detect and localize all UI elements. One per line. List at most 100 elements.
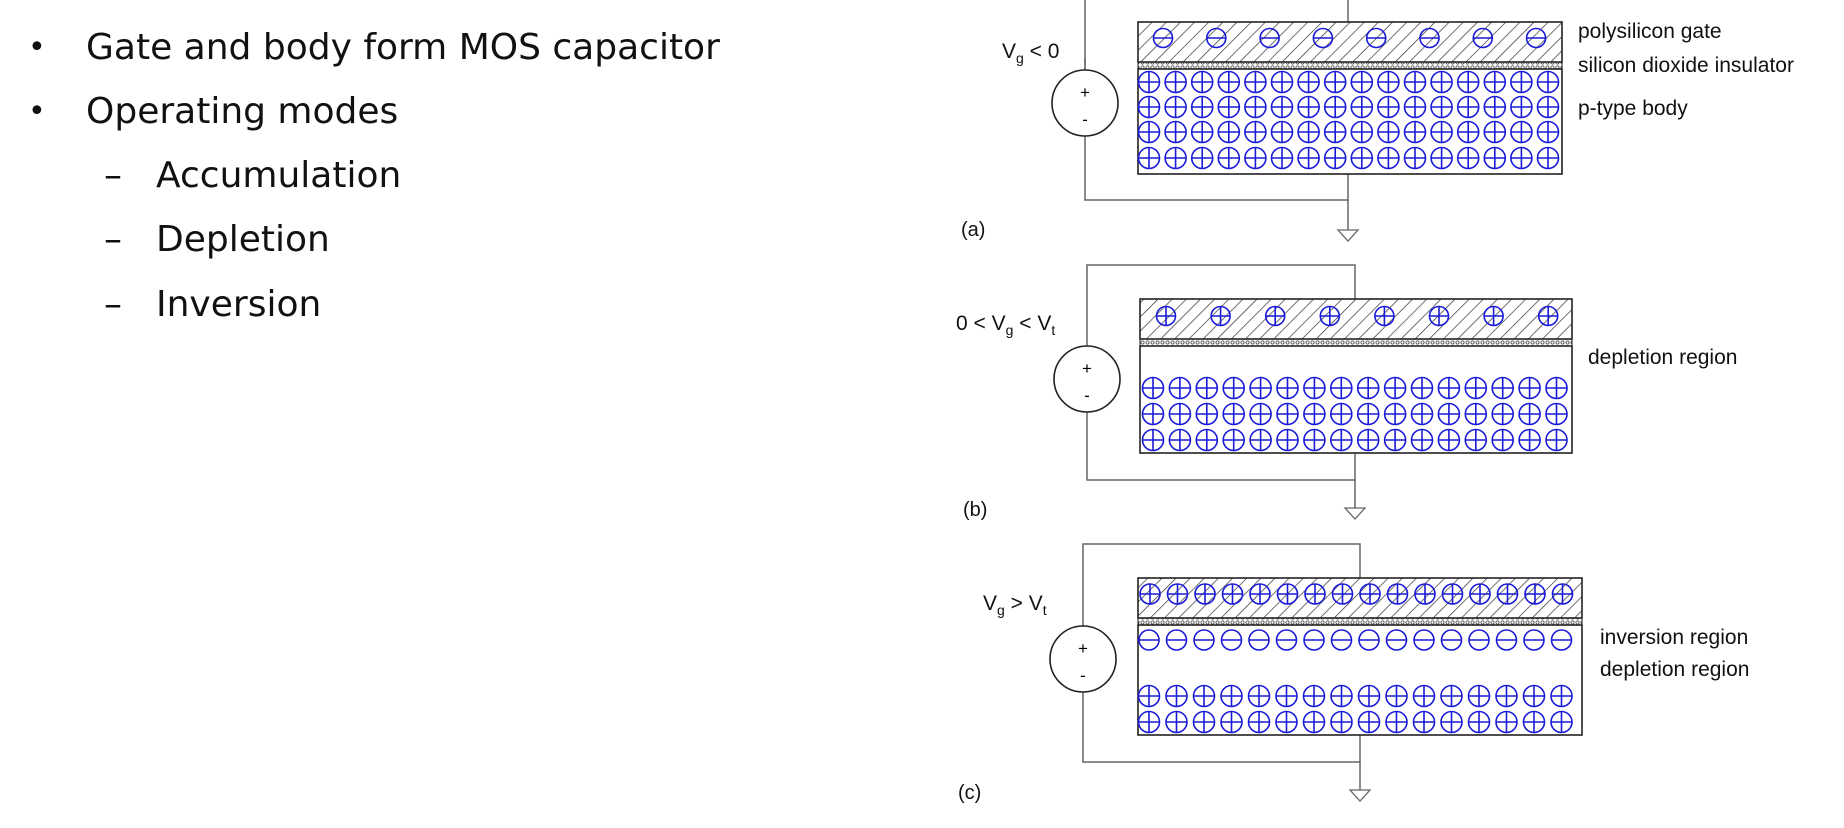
negative-charge (1440, 629, 1463, 651)
wire (1086, 264, 1356, 346)
positive-charge (1483, 120, 1507, 144)
voltage-label: Vg > Vt (983, 592, 1047, 618)
positive-charge (1190, 95, 1214, 119)
positive-charge (1249, 402, 1272, 426)
positive-charge (1356, 428, 1380, 452)
positive-charge (1330, 376, 1353, 400)
oxide-layer (1139, 338, 1573, 347)
bullet-marker: • (28, 30, 46, 65)
positive-charge (1536, 70, 1560, 94)
positive-charge (1192, 684, 1216, 708)
ground-symbol (1348, 789, 1372, 802)
positive-charge (1441, 583, 1464, 605)
positive-charge (1297, 146, 1320, 170)
positive-charge (1304, 583, 1326, 605)
positive-charge (1302, 684, 1326, 708)
positive-charge (1510, 95, 1533, 119)
positive-charge (1518, 428, 1541, 452)
positive-charge (1374, 305, 1395, 327)
positive-charge (1550, 710, 1573, 734)
annotation-depletion-region: depletion region (1588, 346, 1737, 369)
positive-charge (1537, 305, 1559, 327)
positive-charge (1456, 95, 1480, 119)
positive-charge (1275, 684, 1298, 708)
positive-charge (1190, 120, 1214, 144)
wire (1082, 692, 1361, 763)
positive-charge (1222, 402, 1245, 426)
positive-charge (1270, 120, 1294, 144)
positive-charge (1456, 146, 1480, 170)
negative-charge (1312, 27, 1334, 49)
positive-charge (1377, 70, 1400, 94)
positive-charge (1303, 428, 1326, 452)
gate-charges (1152, 27, 1547, 49)
source-minus: - (1084, 386, 1090, 405)
negative-charge (1206, 27, 1227, 49)
positive-charge (1323, 95, 1347, 119)
wire (1082, 543, 1361, 626)
panel-c: + - Vg > Vt (c) inversion region depleti… (958, 543, 1749, 804)
positive-charge (1483, 305, 1504, 327)
positive-charge (1249, 376, 1272, 400)
positive-charge (1510, 120, 1533, 144)
positive-charge (1331, 583, 1354, 605)
positive-charge (1221, 583, 1244, 605)
positive-charge (1464, 428, 1488, 452)
positive-charge (1168, 428, 1192, 452)
positive-charge (1377, 146, 1400, 170)
positive-charge (1323, 70, 1347, 94)
negative-charge (1165, 629, 1188, 651)
positive-charge (1350, 146, 1374, 170)
positive-charge (1210, 305, 1231, 327)
positive-charge (1456, 70, 1480, 94)
positive-charge (1244, 95, 1267, 119)
positive-charge (1217, 146, 1241, 170)
positive-charge (1220, 710, 1243, 734)
positive-charge (1437, 402, 1461, 426)
positive-charge (1276, 402, 1299, 426)
positive-charge (1495, 684, 1518, 708)
positive-charge (1356, 402, 1380, 426)
bullet-item: Gate and body form MOS capacitor (86, 27, 720, 68)
positive-charge (1166, 583, 1189, 605)
negative-charge (1303, 629, 1325, 651)
positive-charge (1410, 402, 1434, 426)
positive-charge (1190, 146, 1214, 170)
sub-bullet-marker: – (104, 155, 122, 196)
positive-charge (1139, 583, 1161, 605)
positive-charge (1469, 583, 1491, 605)
annotation-p-type-body: p-type body (1578, 97, 1688, 120)
p-type-body (1137, 68, 1563, 175)
positive-charge (1430, 95, 1453, 119)
positive-charge (1276, 583, 1299, 605)
positive-charge (1356, 376, 1380, 400)
positive-charge (1168, 376, 1192, 400)
positive-charge (1383, 402, 1407, 426)
negative-charge (1365, 27, 1387, 49)
positive-charge (1545, 376, 1568, 400)
annotation-polysilicon-gate: polysilicon gate (1578, 20, 1722, 43)
positive-charge (1303, 402, 1326, 426)
positive-charge (1244, 146, 1267, 170)
positive-charge (1137, 120, 1161, 144)
positive-charge (1303, 376, 1326, 400)
positive-charge (1155, 305, 1177, 327)
negative-charge (1248, 629, 1270, 651)
positive-charge (1137, 684, 1161, 708)
positive-charge (1141, 428, 1165, 452)
positive-charge (1141, 402, 1165, 426)
positive-charge (1440, 684, 1463, 708)
positive-charge (1192, 710, 1216, 734)
bullet-list: • Gate and body form MOS capacitor • Ope… (0, 0, 900, 360)
p-type-body (1137, 624, 1583, 736)
positive-charge (1412, 710, 1436, 734)
positive-charge (1217, 70, 1241, 94)
positive-charge (1137, 95, 1161, 119)
positive-charge (1276, 376, 1299, 400)
panel-label: (b) (963, 499, 987, 521)
positive-charge (1168, 402, 1192, 426)
negative-charge (1525, 27, 1547, 49)
negative-charge (1523, 629, 1545, 651)
negative-charge (1419, 27, 1440, 49)
